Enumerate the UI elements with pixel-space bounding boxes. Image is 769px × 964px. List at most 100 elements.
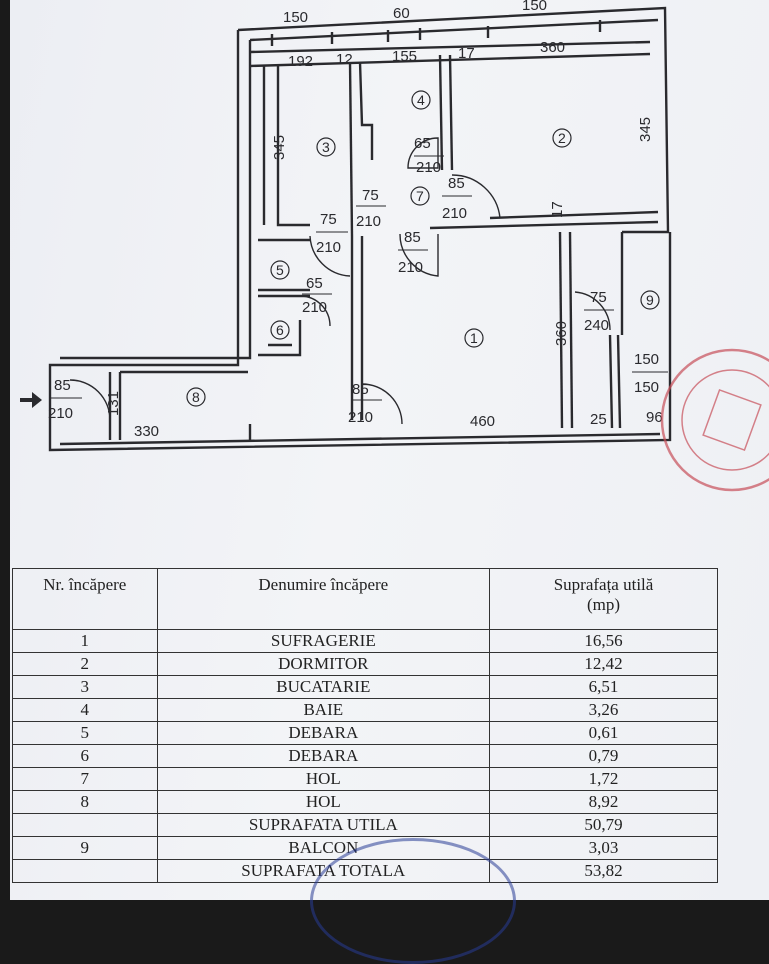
row-area: 3,03 — [489, 836, 718, 860]
dim-240-balcony: 240 — [584, 317, 609, 334]
dim-75-balcony: 75 — [590, 289, 607, 306]
dim-85-living: 85 — [404, 229, 421, 246]
table-row-total: SUPRAFATA TOTALA 53,82 — [12, 859, 718, 883]
dim-210-hall8: 210 — [348, 409, 373, 426]
row-name: HOL — [156, 790, 491, 814]
dim-60-top: 60 — [393, 5, 410, 22]
row-number: 1 — [12, 629, 158, 653]
row-area: 6,51 — [489, 675, 718, 699]
dim-210-kitchen: 210 — [316, 239, 341, 256]
svg-text:5: 5 — [276, 262, 284, 278]
dim-17-mid: 17 — [549, 201, 566, 218]
dim-210-storage: 210 — [302, 299, 327, 316]
table-row: 6 DEBARA 0,79 — [12, 744, 718, 768]
header-area-title: Suprafața utilă — [553, 575, 654, 594]
room-marker-8: 8 — [186, 387, 206, 407]
room-marker-7: 7 — [410, 186, 430, 206]
room-marker-2: 2 — [552, 128, 572, 148]
table-row: 3 BUCATARIE 6,51 — [12, 675, 718, 699]
dim-150-window-w: 150 — [634, 351, 659, 368]
official-stamp — [660, 348, 769, 492]
row-number: 6 — [12, 744, 158, 768]
dim-150-top-right: 150 — [522, 0, 547, 14]
dim-131: 131 — [105, 391, 122, 416]
svg-text:4: 4 — [417, 92, 425, 108]
table-row: 4 BAIE 3,26 — [12, 698, 718, 722]
row-number: 2 — [12, 652, 158, 676]
dim-96: 96 — [646, 409, 663, 426]
room-marker-6: 6 — [270, 320, 290, 340]
dim-65-bath: 65 — [414, 135, 431, 152]
row-name: SUPRAFATA UTILA — [156, 813, 491, 837]
table-row: 1 SUFRAGERIE 16,56 — [12, 629, 718, 653]
row-name: SUFRAGERIE — [156, 629, 491, 653]
svg-text:6: 6 — [276, 322, 284, 338]
svg-text:3: 3 — [322, 139, 330, 155]
dim-85-bedroom: 85 — [448, 175, 465, 192]
row-area: 50,79 — [489, 813, 718, 837]
header-area-unit: (mp) — [586, 595, 621, 614]
dimension-labels: 150 60 150 192 12 155 17 360 345 345 65 … — [48, 0, 663, 440]
dim-150-top-left: 150 — [283, 9, 308, 26]
header-room-name: Denumire încăpere — [156, 568, 491, 630]
dim-65-storage: 65 — [306, 275, 323, 292]
table-row: 5 DEBARA 0,61 — [12, 721, 718, 745]
dim-210-bedroom: 210 — [442, 205, 467, 222]
dim-210-entry: 210 — [48, 405, 73, 422]
walls — [48, 6, 672, 452]
row-number — [12, 859, 158, 883]
svg-text:2: 2 — [558, 130, 566, 146]
dim-360-living: 360 — [553, 321, 570, 346]
dim-17-top: 17 — [458, 45, 475, 62]
table-row-subtotal: SUPRAFATA UTILA 50,79 — [12, 813, 718, 837]
svg-text:9: 9 — [646, 292, 654, 308]
row-number — [12, 813, 158, 837]
dim-210-living: 210 — [398, 259, 423, 276]
room-marker-5: 5 — [270, 260, 290, 280]
row-name: DORMITOR — [156, 652, 491, 676]
floor-plan-drawing: 150 60 150 192 12 155 17 360 345 345 65 … — [20, 0, 769, 492]
dim-345-left: 345 — [271, 135, 288, 160]
room-marker-3: 3 — [316, 137, 336, 157]
row-number: 8 — [12, 790, 158, 814]
header-room-number: Nr. încăpere — [12, 568, 158, 630]
row-name: SUPRAFATA TOTALA — [156, 859, 491, 883]
room-marker-4: 4 — [411, 90, 431, 110]
table-row: 9 BALCON 3,03 — [12, 836, 718, 860]
room-area-table: Nr. încăpere Denumire încăpere Suprafața… — [12, 568, 718, 883]
row-area: 0,79 — [489, 744, 718, 768]
dim-210-hall: 210 — [356, 213, 381, 230]
room-marker-1: 1 — [464, 328, 484, 348]
dim-192: 192 — [288, 53, 313, 70]
row-number: 3 — [12, 675, 158, 699]
row-number: 4 — [12, 698, 158, 722]
row-number: 7 — [12, 767, 158, 791]
row-name: DEBARA — [156, 721, 491, 745]
dim-25: 25 — [590, 411, 607, 428]
row-name: HOL — [156, 767, 491, 791]
room-marker-9: 9 — [640, 290, 660, 310]
dim-460: 460 — [470, 413, 495, 430]
dim-155: 155 — [392, 48, 417, 65]
table-row: 7 HOL 1,72 — [12, 767, 718, 791]
row-number: 9 — [12, 836, 158, 860]
header-useful-area: Suprafața utilă (mp) — [489, 568, 718, 630]
dimension-lines — [50, 155, 668, 401]
row-area: 16,56 — [489, 629, 718, 653]
row-name: BALCON — [156, 836, 491, 860]
row-name: BUCATARIE — [156, 675, 491, 699]
row-area: 8,92 — [489, 790, 718, 814]
svg-text:7: 7 — [416, 188, 424, 204]
dim-330: 330 — [134, 423, 159, 440]
dim-150-window-h: 150 — [634, 379, 659, 396]
row-area: 53,82 — [489, 859, 718, 883]
table-row: 2 DORMITOR 12,42 — [12, 652, 718, 676]
room-markers: 1 2 3 4 5 — [186, 90, 660, 407]
floor-plan: 150 60 150 192 12 155 17 360 345 345 65 … — [10, 0, 769, 520]
dim-75-kitchen: 75 — [320, 211, 337, 228]
dim-85-hall8: 85 — [352, 381, 369, 398]
entry-arrow-icon — [20, 392, 42, 408]
door-swings — [69, 137, 611, 425]
row-area: 1,72 — [489, 767, 718, 791]
dim-345-right: 345 — [637, 117, 654, 142]
